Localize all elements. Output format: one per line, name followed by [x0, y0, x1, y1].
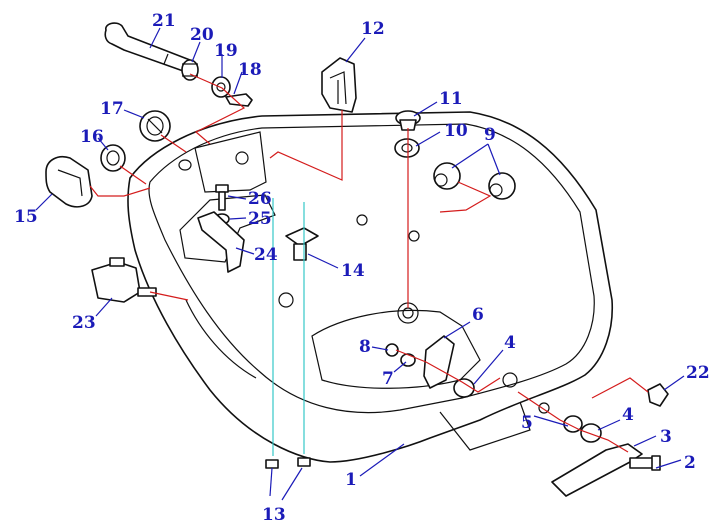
- grommet-part-9b: [488, 172, 516, 200]
- callout-15: 15: [14, 207, 38, 227]
- callout-4b: 4: [622, 405, 634, 425]
- grommet-part-9a: [433, 162, 461, 190]
- callout-8: 8: [359, 337, 371, 357]
- bottom-cowling-part-1: [127, 111, 614, 463]
- callout-14: 14: [341, 261, 365, 281]
- callout-25: 25: [248, 209, 272, 229]
- callout-1: 1: [345, 470, 357, 490]
- grommet-part-10: [394, 138, 420, 158]
- callout-6: 6: [472, 305, 484, 325]
- bolt-part-26: [215, 184, 229, 211]
- callout-2: 2: [684, 453, 696, 473]
- grommet-part-17: [139, 110, 171, 142]
- callout-10: 10: [444, 121, 468, 141]
- bolt-part-2: [629, 455, 661, 471]
- bolt-part-13a: [265, 459, 279, 469]
- leader-lines: [35, 27, 685, 501]
- callout-7: 7: [382, 369, 394, 389]
- cover-part-15: [45, 156, 93, 208]
- callout-18: 18: [238, 60, 262, 80]
- callout-12: 12: [361, 19, 385, 39]
- callout-22: 22: [686, 363, 710, 383]
- switch-part-23: [91, 257, 157, 303]
- callout-4a: 4: [504, 333, 516, 353]
- plug-part-11: [395, 110, 421, 131]
- callout-21: 21: [152, 11, 176, 31]
- callout-20: 20: [190, 25, 214, 45]
- gasket-part-5: [563, 415, 583, 433]
- plate-part-24: [197, 211, 245, 273]
- grommet-part-4b: [580, 423, 602, 443]
- handle-pin-part-21: [104, 22, 191, 73]
- callout-19: 19: [214, 41, 238, 61]
- bushing-part-20: [181, 59, 199, 81]
- callout-3: 3: [660, 427, 672, 447]
- callout-5: 5: [521, 413, 533, 433]
- callout-11: 11: [439, 89, 463, 109]
- bolt-part-13b: [297, 457, 311, 467]
- callout-26: 26: [248, 189, 272, 209]
- callout-17: 17: [100, 99, 124, 119]
- callout-23: 23: [72, 313, 96, 333]
- grommet-part-16: [100, 144, 126, 172]
- callout-13: 13: [262, 505, 286, 525]
- grommet-part-4a: [453, 378, 475, 398]
- fitting-part-14: [285, 227, 319, 261]
- callout-24: 24: [254, 245, 278, 265]
- lever-part-3: [551, 443, 643, 497]
- callout-16: 16: [80, 127, 104, 147]
- assembly-lines: [89, 73, 649, 456]
- callout-9: 9: [484, 125, 496, 145]
- bracket-part-12: [321, 57, 357, 113]
- bracket-part-6: [423, 335, 455, 389]
- callout-labels: 1 2 3 4 4 5 6 7 8 9 10 11 12 13 14 15 16…: [14, 11, 710, 525]
- plug-part-22: [647, 383, 669, 407]
